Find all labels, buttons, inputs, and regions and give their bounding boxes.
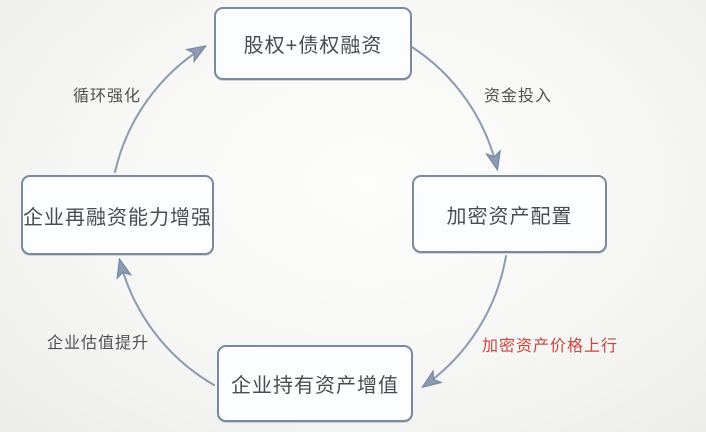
node-held-asset-appreciation: 企业持有资产增值 <box>217 345 413 422</box>
arrow-funding-to-allocation <box>411 46 497 168</box>
node-equity-debt-financing-label: 股权+债权融资 <box>243 35 383 57</box>
node-crypto-asset-allocation: 加密资产配置 <box>412 175 607 253</box>
node-crypto-asset-allocation-label: 加密资产配置 <box>446 205 573 228</box>
arrow-allocation-to-appreciation <box>424 255 507 386</box>
edge-label-capital-investment: 资金投入 <box>483 88 553 105</box>
arrow-appreciation-to-refinancing <box>120 261 215 386</box>
node-held-asset-appreciation-label: 企业持有资产增值 <box>231 375 399 397</box>
edge-label-cycle-reinforcement: 循环强化 <box>72 88 142 105</box>
edge-label-valuation-increase: 企业估值提升 <box>46 335 150 352</box>
node-refinancing-capacity: 企业再融资能力增强 <box>21 175 214 255</box>
edge-label-crypto-price-rise: 加密资产价格上行 <box>481 338 619 355</box>
arrow-refinancing-to-funding <box>114 47 204 173</box>
node-refinancing-capacity-label: 企业再融资能力增强 <box>23 206 212 229</box>
node-equity-debt-financing: 股权+债权融资 <box>214 7 412 80</box>
